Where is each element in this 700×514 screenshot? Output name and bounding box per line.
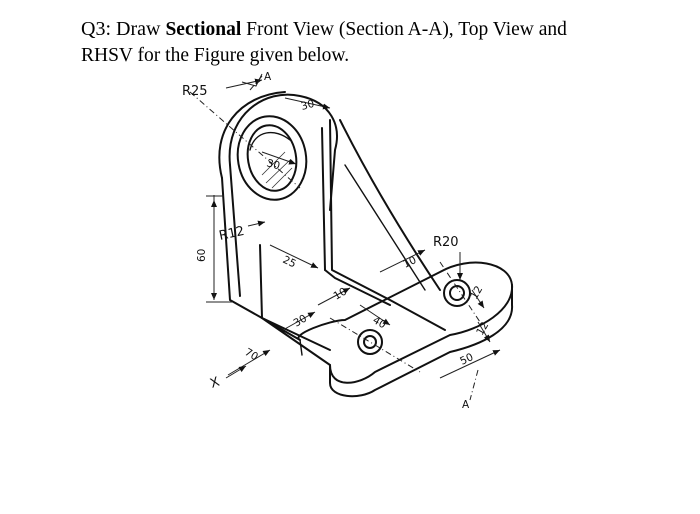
dim-10-rib: 10 (401, 254, 418, 271)
question-bold-word: Sectional (165, 19, 242, 40)
dim-50: 50 (458, 351, 475, 368)
dim-70: 70 (243, 346, 261, 363)
dimension-lines (206, 73, 501, 379)
dim-12-a: 12 (468, 284, 485, 302)
dim-30-top: 30 (300, 98, 316, 113)
upright-boss (218, 91, 338, 211)
direction-x-arrow (225, 365, 247, 379)
direction-x-label: X (208, 375, 222, 392)
section-a-top: A (264, 71, 272, 83)
question-text: Q3: Draw Sectional Front View (Section A… (81, 16, 681, 69)
dim-r20: R20 (433, 235, 459, 250)
dim-30-hole: 30 (265, 157, 281, 172)
dim-10-web: 10 (332, 286, 350, 303)
question-line2: RHSV for the Figure given below. (81, 45, 350, 66)
section-a-bottom: A (462, 399, 470, 411)
hole-hatch (261, 151, 293, 189)
dim-r25: R25 (182, 84, 208, 99)
base-plate (261, 261, 514, 398)
dimension-labels: R25 30 30 R12 60 25 10 10 30 40 R20 12 1… (182, 71, 491, 411)
upright-plate (221, 164, 331, 351)
question-prefix: Q3: Draw (81, 18, 166, 40)
dim-25: 25 (281, 254, 298, 271)
inclined-rib (321, 119, 446, 331)
dim-r12: R12 (218, 224, 246, 244)
dim-40: 40 (371, 314, 389, 331)
question-line1-rest: Front View (Section A-A), Top View and (241, 19, 567, 40)
dim-60: 60 (196, 249, 208, 262)
dim-30-base: 30 (292, 313, 310, 330)
dim-12-b: 12 (474, 320, 491, 338)
